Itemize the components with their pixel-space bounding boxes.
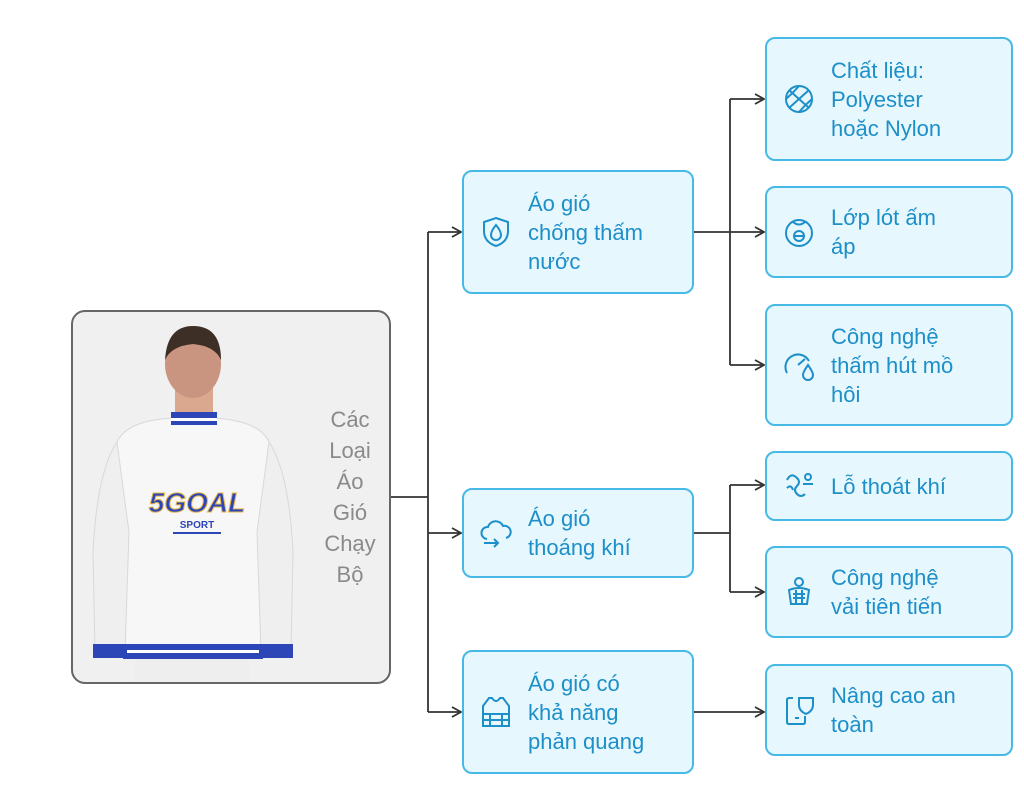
- gauge-drop-icon: [784, 353, 815, 381]
- jacket-logo-text: 5GOAL: [149, 487, 245, 518]
- leaf-label: Công nghệ vải tiên tiến: [831, 565, 943, 619]
- leaf-material: Chất liệu: Polyester hoặc Nylon: [765, 37, 1013, 161]
- leaf-label: Lớp lót ấm áp: [831, 205, 936, 259]
- vent-icon: [786, 473, 813, 497]
- node-label: Áo gió có khả năng phản quang: [528, 670, 645, 754]
- root-label: Các Loại Áo Gió Chạy Bộ: [310, 404, 390, 590]
- node-label: Áo gió thoáng khí: [528, 506, 631, 560]
- ball-icon: [785, 85, 813, 113]
- reflective-vest-icon: [482, 697, 510, 727]
- leaf-label: Chất liệu: Polyester hoặc Nylon: [831, 57, 942, 141]
- leaf-air-vents: Lỗ thoát khí: [765, 451, 1013, 521]
- cloud-icon: [480, 520, 512, 548]
- lining-icon: [785, 219, 813, 247]
- fabric-person-icon: [787, 577, 811, 605]
- root-label-line: Bộ: [336, 562, 364, 587]
- phone-shield-icon: [786, 697, 814, 725]
- root-label-line: Các: [330, 407, 370, 432]
- leaf-warm-lining: Lớp lót ấm áp: [765, 186, 1013, 278]
- leaf-advanced-fabric: Công nghệ vải tiên tiến: [765, 546, 1013, 638]
- leaf-label: Công nghệ thấm hút mồ hôi: [831, 323, 954, 407]
- runner-jacket-illustration: 5GOAL SPORT: [92, 326, 294, 682]
- leaf-label: Lỗ thoát khí: [831, 473, 946, 499]
- node-label: Áo gió chống thấm nước: [528, 190, 643, 274]
- root-label-line: Gió: [332, 500, 368, 525]
- jacket-logo-sub: SPORT: [180, 520, 214, 531]
- leaf-safety: Nâng cao an toàn: [765, 664, 1013, 756]
- water-drop-shield-icon: [483, 216, 509, 248]
- root-image-card: 5GOAL SPORT: [71, 310, 391, 684]
- root-label-line: Chạy: [324, 531, 376, 556]
- node-reflective-jacket: Áo gió có khả năng phản quang: [462, 650, 694, 774]
- node-breathable-jacket: Áo gió thoáng khí: [462, 488, 694, 578]
- root-label-line: Loại: [329, 438, 371, 463]
- root-label-line: Áo: [336, 469, 364, 494]
- node-waterproof-jacket: Áo gió chống thấm nước: [462, 170, 694, 294]
- leaf-label: Nâng cao an toàn: [831, 683, 956, 737]
- leaf-moisture-wicking: Công nghệ thấm hút mồ hôi: [765, 304, 1013, 426]
